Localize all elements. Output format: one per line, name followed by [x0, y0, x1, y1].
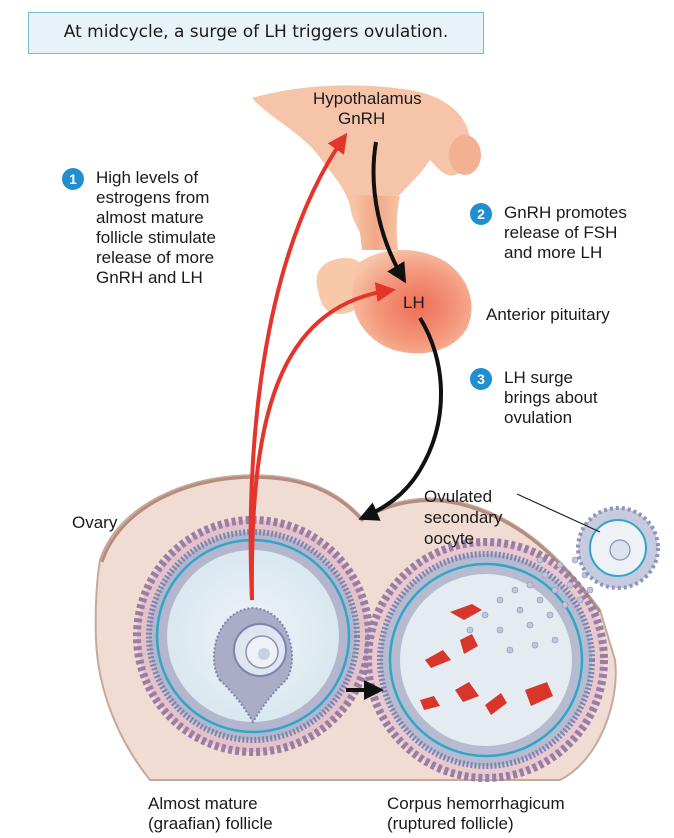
step-2-text: GnRH promotes release of FSH and more LH: [504, 203, 627, 263]
step-1: 1 High levels of estrogens from almost m…: [62, 168, 216, 288]
ovulated-oocyte: [578, 508, 658, 588]
gnrh-label: GnRH: [338, 108, 385, 129]
step-2-line-2: release of FSH: [504, 223, 627, 243]
ovulated-oocyte-line-1: Ovulated: [424, 486, 502, 507]
corpus-hemorrhagicum-line-1: Corpus hemorrhagicum: [387, 794, 565, 814]
ovulated-oocyte-line-3: oocyte: [424, 528, 502, 549]
step-1-line-6: GnRH and LH: [96, 268, 216, 288]
ovulated-oocyte-label: Ovulated secondary oocyte: [424, 486, 502, 549]
step-2-badge: 2: [470, 203, 492, 225]
step-3: 3 LH surge brings about ovulation: [470, 368, 598, 428]
step-1-line-5: release of more: [96, 248, 216, 268]
anterior-pituitary-label: Anterior pituitary: [486, 304, 610, 325]
step-1-badge: 1: [62, 168, 84, 190]
step-3-line-1: LH surge: [504, 368, 598, 388]
oocyte-nucleus: [258, 648, 270, 660]
step-1-line-2: estrogens from: [96, 188, 216, 208]
caption-box: At midcycle, a surge of LH triggers ovul…: [28, 12, 484, 54]
oocyte-leader-line: [517, 494, 600, 532]
hypothalamus-nub: [449, 135, 481, 175]
corpus-hemorrhagicum-label: Corpus hemorrhagicum (ruptured follicle): [387, 794, 565, 834]
graafian-follicle-line-2: (graafian) follicle: [148, 814, 273, 834]
lh-label: LH: [403, 292, 425, 313]
step-3-badge: 3: [470, 368, 492, 390]
step-1-line-3: almost mature: [96, 208, 216, 228]
step-2-line-1: GnRH promotes: [504, 203, 627, 223]
corpus-hemorrhagicum: [368, 542, 604, 778]
step-2: 2 GnRH promotes release of FSH and more …: [470, 203, 627, 263]
step-1-line-1: High levels of: [96, 168, 216, 188]
step-3-line-3: ovulation: [504, 408, 598, 428]
step-2-line-3: and more LH: [504, 243, 627, 263]
step-1-text: High levels of estrogens from almost mat…: [96, 168, 216, 288]
step-3-text: LH surge brings about ovulation: [504, 368, 598, 428]
caption-text: At midcycle, a surge of LH triggers ovul…: [29, 22, 483, 42]
graafian-follicle-label: Almost mature (graafian) follicle: [148, 794, 273, 834]
hypothalamus-label: Hypothalamus: [313, 88, 422, 109]
corpus-hemorrhagicum-line-2: (ruptured follicle): [387, 814, 565, 834]
step-3-line-2: brings about: [504, 388, 598, 408]
graafian-follicle-line-1: Almost mature: [148, 794, 273, 814]
ovulated-oocyte-cell: [610, 540, 630, 560]
ovulated-oocyte-line-2: secondary: [424, 507, 502, 528]
step-1-line-4: follicle stimulate: [96, 228, 216, 248]
ovary-label: Ovary: [72, 512, 117, 533]
